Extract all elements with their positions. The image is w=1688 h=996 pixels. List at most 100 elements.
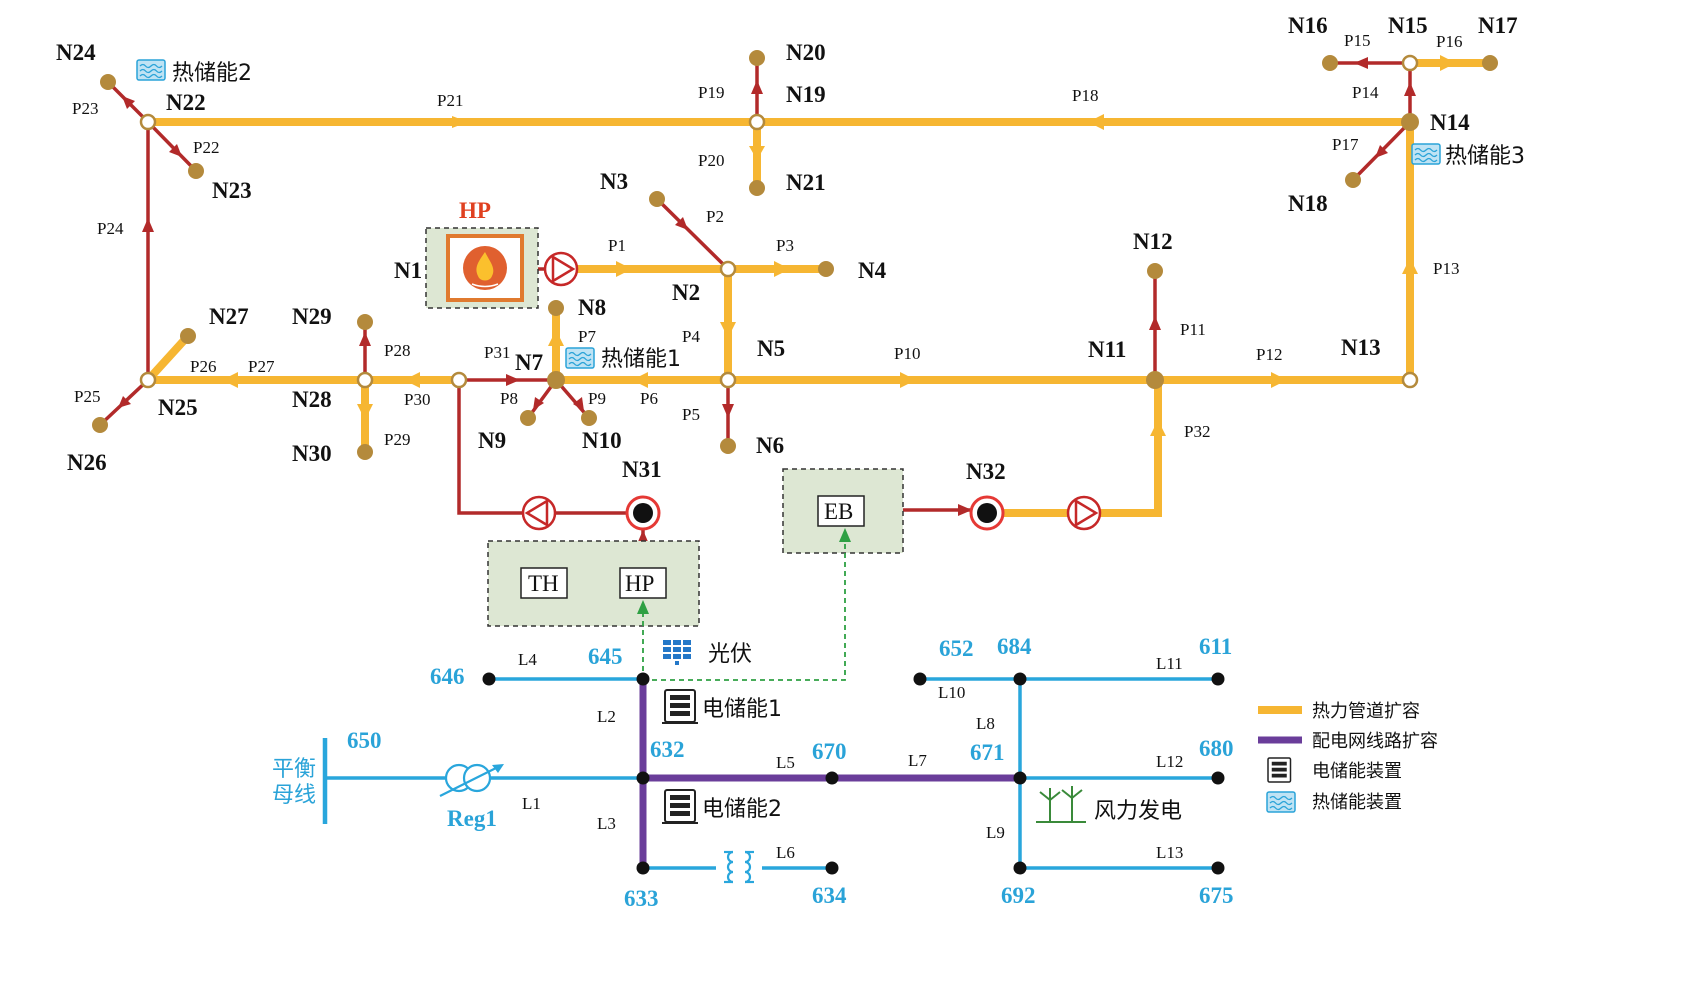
- regulator-reg1: [439, 763, 504, 797]
- arrow-p16: [1440, 55, 1456, 71]
- label-n17: N17: [1478, 13, 1518, 38]
- line-labels: L4 L2 L1 L3 L5 L6 L7 L8 L9 L10 L11 L12 L…: [518, 650, 1183, 862]
- bus-633: [636, 861, 650, 875]
- label-bus-684: 684: [997, 634, 1032, 659]
- label-bus-692: 692: [1001, 883, 1036, 908]
- node-n28: [356, 371, 374, 389]
- label-n12: N12: [1133, 229, 1173, 254]
- label-battery-2: 电储能2: [702, 797, 782, 822]
- arrow-eb-n32: [958, 504, 972, 516]
- label-p7: P7: [578, 327, 596, 346]
- node-n6: [720, 438, 736, 454]
- label-hp-n1: HP: [459, 198, 491, 223]
- node-n27: [180, 328, 196, 344]
- arrow-p21: [452, 116, 468, 128]
- bus-684: [1013, 672, 1027, 686]
- arrow-p4: [720, 322, 736, 338]
- node-n24: [100, 74, 116, 90]
- label-p4: P4: [682, 327, 700, 346]
- node-n2: [719, 260, 737, 278]
- bus-671: [1013, 771, 1027, 785]
- label-p25: P25: [74, 387, 100, 406]
- legend: [1258, 706, 1302, 813]
- label-p27: P27: [248, 357, 275, 376]
- label-p3: P3: [776, 236, 794, 255]
- label-p16: P16: [1436, 32, 1462, 51]
- label-thermal-storage-1: 热储能1: [601, 347, 681, 372]
- pump-n31: [521, 495, 557, 531]
- arrow-p19: [751, 80, 763, 94]
- label-p20: P20: [698, 151, 724, 170]
- bus-652: [913, 672, 927, 686]
- node-n12: [1147, 263, 1163, 279]
- purple-lines: [639, 679, 1020, 868]
- arrow-p27: [222, 372, 238, 388]
- label-p6: P6: [640, 389, 658, 408]
- label-n7: N7: [515, 350, 543, 375]
- label-bus-632: 632: [650, 737, 685, 762]
- bus-645: [636, 672, 650, 686]
- hp-box-n1: [425, 227, 539, 309]
- arrow-p12: [1271, 372, 1287, 388]
- pump-n1: [543, 251, 579, 287]
- bus-611: [1211, 672, 1225, 686]
- label-bus-670: 670: [812, 739, 847, 764]
- legend-thermal-storage-icon: [1266, 791, 1296, 813]
- label-n9: N9: [478, 428, 506, 453]
- arrow-p17: [1375, 145, 1388, 158]
- label-p1: P1: [608, 236, 626, 255]
- arrow-p23: [122, 96, 135, 109]
- pipe-p32: [983, 376, 1162, 517]
- filled-nodes: [92, 50, 1498, 460]
- label-thermal-storage-2: 热储能2: [172, 61, 252, 86]
- label-p12: P12: [1256, 345, 1282, 364]
- label-n13: N13: [1341, 335, 1381, 360]
- pipe-p2: [655, 197, 730, 271]
- label-bus-646: 646: [430, 664, 465, 689]
- label-n10: N10: [582, 428, 622, 453]
- label-p17: P17: [1332, 135, 1359, 154]
- pv-control-links: [642, 540, 846, 681]
- label-n23: N23: [212, 178, 252, 203]
- arrow-p31: [506, 374, 520, 386]
- arrow-p1: [616, 261, 632, 277]
- label-thermal-storage-3: 热储能3: [1445, 144, 1525, 169]
- node-n25: [139, 371, 157, 389]
- label-l1: L1: [522, 794, 541, 813]
- label-bus-634: 634: [812, 883, 847, 908]
- label-l13: L13: [1156, 843, 1183, 862]
- pv-panel-icon: [663, 640, 691, 665]
- arrow-p28: [359, 332, 371, 346]
- pipe-labels: P21 P18 P19 P20 P23 P22 P24 P15 P16 P14 …: [72, 31, 1462, 449]
- label-n26: N26: [67, 450, 107, 475]
- arrow-p13: [1402, 258, 1418, 274]
- heat-node-labels: N24 N22 N23 N20 N19 N21 N16 N15 N17 N14 …: [56, 13, 1518, 484]
- thermal-storage-icon-1: [565, 347, 595, 369]
- label-n19: N19: [786, 82, 826, 107]
- label-l9: L9: [986, 823, 1005, 842]
- arrow-p25: [118, 396, 131, 408]
- label-bus-680: 680: [1199, 736, 1234, 761]
- node-n7: [547, 371, 565, 389]
- label-n21: N21: [786, 170, 826, 195]
- label-bus-671: 671: [970, 740, 1005, 765]
- label-n2: N2: [672, 280, 700, 305]
- label-p9: P9: [588, 389, 606, 408]
- label-bus-645: 645: [588, 644, 623, 669]
- bus-680: [1211, 771, 1225, 785]
- wind-turbine-icon: [1036, 786, 1086, 823]
- legend-labels: 热力管道扩容 配电网线路扩容 电储能装置 热储能装置: [1312, 701, 1438, 813]
- label-hp: HP: [625, 571, 654, 596]
- label-l10: L10: [938, 683, 965, 702]
- pipe-p22: [146, 120, 198, 173]
- label-l11: L11: [1156, 654, 1183, 673]
- label-battery-1: 电储能1: [702, 697, 782, 722]
- label-n15: N15: [1388, 13, 1428, 38]
- arrow-p6: [632, 372, 648, 388]
- legend-label-battery: 电储能装置: [1312, 761, 1402, 782]
- label-slack-bus-2: 母线: [272, 783, 316, 808]
- label-p18: P18: [1072, 86, 1098, 105]
- label-n1: N1: [394, 258, 422, 283]
- label-p11: P11: [1180, 320, 1206, 339]
- label-bus-675: 675: [1199, 883, 1234, 908]
